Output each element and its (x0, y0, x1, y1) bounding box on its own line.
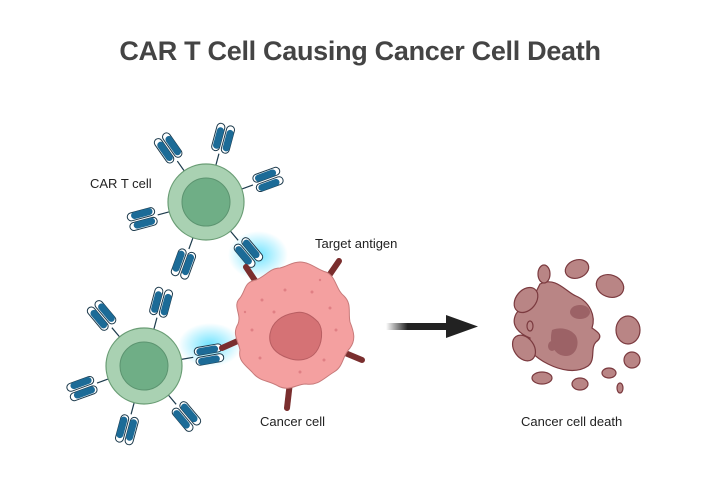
dead-cell-nuclear-fragments (548, 305, 590, 356)
car-t-cell-top (125, 121, 285, 281)
car-t-cell-bottom (65, 285, 225, 447)
cancer-cell (219, 258, 365, 411)
car-t-cell-label: CAR T cell (90, 176, 152, 191)
cancer-cell-label: Cancer cell (260, 414, 326, 429)
diagram-title: CAR T Cell Causing Cancer Cell Death (119, 36, 601, 66)
dead-cancer-cell (511, 258, 641, 394)
target-antigen-label: Target antigen (315, 236, 398, 251)
process-arrow-icon (386, 315, 478, 338)
cancer-cell-death-label: Cancer cell death (521, 414, 623, 429)
